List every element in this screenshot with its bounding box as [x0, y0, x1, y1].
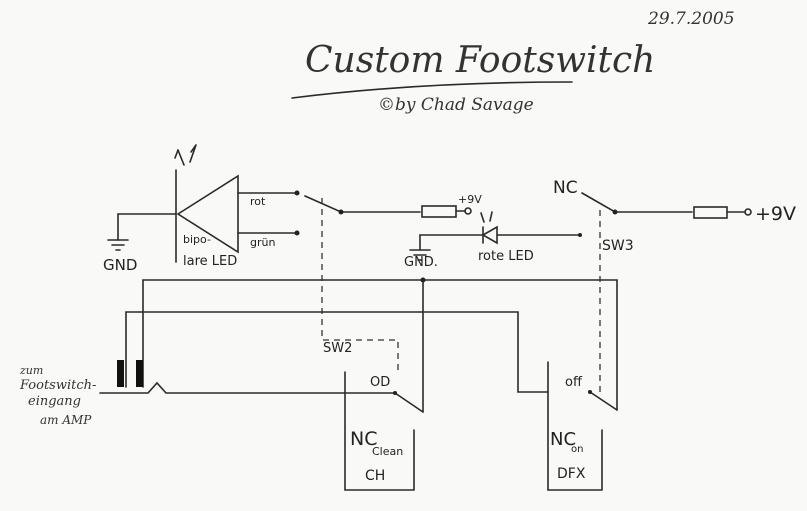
- od-label: OD: [370, 375, 390, 390]
- jack-label-4: am AMP: [40, 413, 92, 427]
- sw2-pivot: [338, 209, 344, 215]
- on-label: on: [571, 444, 583, 455]
- resistor-2: [693, 206, 728, 219]
- wire-second-bus: [125, 311, 549, 393]
- wire-top-bus: [142, 279, 618, 411]
- ground-symbol-left: [107, 213, 177, 251]
- dfx-label: DFX: [557, 466, 586, 482]
- bicolor-led-symbol: [174, 144, 239, 263]
- jack-label-2: Footswitch-: [19, 378, 96, 393]
- title-underline: [291, 81, 573, 99]
- bicolor-led-label-1: bipo-: [183, 233, 211, 246]
- red-label: rot: [250, 195, 266, 208]
- title: Custom Footswitch: [305, 40, 655, 81]
- ch-footswitch: [344, 371, 424, 491]
- nc-ch-label: NC: [350, 428, 377, 450]
- date: 29.7.2005: [647, 9, 735, 29]
- contact-green: [294, 230, 300, 236]
- plus9v-terminal-2: [744, 208, 752, 216]
- contact-sw3-nc-red: [578, 233, 582, 237]
- ground-symbol-mid: [409, 234, 483, 261]
- nc-dfx-label: NC: [550, 429, 576, 450]
- clean-label: Clean: [372, 445, 403, 458]
- sw2-label: SW2: [323, 341, 352, 356]
- gnd-left-label: GND: [103, 256, 137, 274]
- nc-sw3-label: NC: [553, 178, 578, 198]
- wire-jack-sleeve: [99, 381, 396, 394]
- red-led-symbol: [480, 211, 581, 245]
- ch-label: CH: [365, 468, 385, 484]
- plus9v-right-label: +9V: [755, 203, 796, 225]
- gnd-mid-label: GND.: [404, 255, 438, 270]
- dfx-footswitch: [547, 361, 618, 491]
- plus9v-terminal-1: [464, 207, 472, 215]
- sw2-mechanical-link: [321, 198, 399, 375]
- sw3-lever: [581, 192, 693, 213]
- contact-red: [294, 190, 300, 196]
- red-led-label: rote LED: [478, 249, 534, 264]
- author: ©by Chad Savage: [378, 95, 534, 115]
- jack-label-3: eingang: [28, 394, 81, 409]
- led-wires: [237, 192, 298, 234]
- sw3-pivot: [612, 209, 618, 215]
- sw3-label: SW3: [602, 238, 634, 254]
- jack-label-1: zum: [19, 364, 43, 377]
- off-label: off: [565, 375, 583, 390]
- plus9v-small-label: +9V: [458, 193, 482, 206]
- resistor-1: [421, 205, 457, 218]
- green-label: grün: [250, 236, 275, 249]
- bicolor-led-label-2: lare LED: [183, 254, 237, 269]
- jack-symbol: [117, 360, 143, 387]
